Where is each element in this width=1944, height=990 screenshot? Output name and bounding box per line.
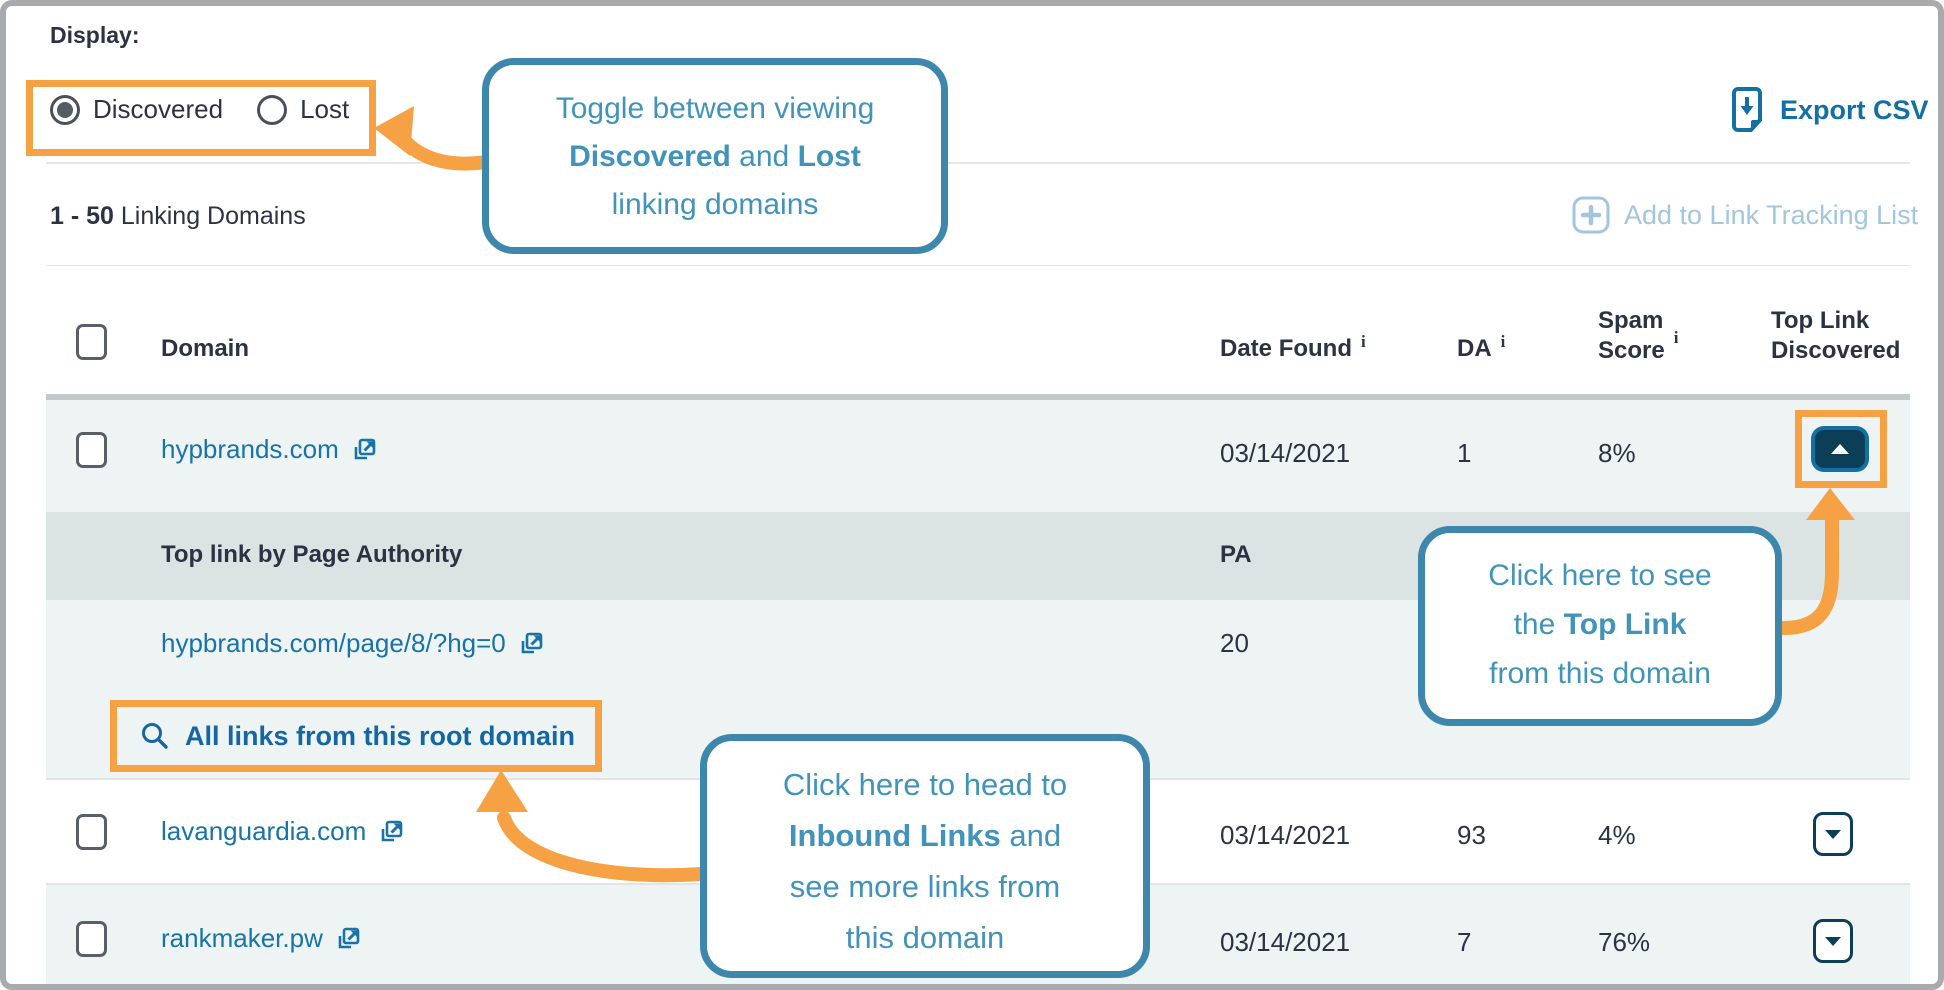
radio-selected-icon[interactable] (50, 94, 80, 125)
pa-column-label: PA (1220, 541, 1252, 568)
display-radio-group: Discovered Lost (50, 94, 349, 125)
all-links-from-root-domain-link[interactable]: All links from this root domain (110, 700, 602, 772)
external-link-icon[interactable] (518, 630, 545, 657)
export-csv-label: Export CSV (1780, 94, 1929, 125)
add-to-link-tracking-label: Add to Link Tracking List (1624, 199, 1919, 230)
expand-top-link-button[interactable] (1813, 812, 1853, 856)
collapse-top-link-button[interactable] (1811, 426, 1869, 472)
divider (46, 394, 1910, 400)
external-link-icon[interactable] (351, 436, 378, 463)
radio-discovered-label: Discovered (93, 94, 224, 124)
date-found-value: 03/14/2021 (1220, 438, 1351, 468)
add-to-link-tracking-button[interactable]: Add to Link Tracking List (1572, 196, 1918, 234)
display-label: Display: (50, 22, 140, 48)
info-icon[interactable]: i (1500, 332, 1506, 351)
caret-down-icon (1825, 936, 1841, 946)
radio-lost-label: Lost (300, 94, 350, 124)
callout-top-link: Click here to see the Top Link from this… (1418, 526, 1782, 726)
domain-link-rankmaker[interactable]: rankmaker.pw (161, 923, 362, 954)
radio-lost[interactable]: Lost (257, 94, 349, 125)
divider (46, 162, 1910, 164)
spam-score-value: 8% (1598, 438, 1636, 468)
plus-square-icon (1572, 196, 1610, 234)
results-range: 1 - 50 (50, 202, 114, 230)
info-icon[interactable]: i (1361, 332, 1366, 351)
domain-link-hypbrands[interactable]: hypbrands.com (161, 434, 378, 465)
da-value: 1 (1457, 438, 1472, 468)
callout-inbound-links: Click here to head to Inbound Links and … (700, 734, 1150, 978)
download-file-icon (1732, 87, 1762, 132)
domain-link-lavanguardia[interactable]: lavanguardia.com (161, 816, 405, 847)
top-link-url[interactable]: hypbrands.com/page/8/?hg=0 (161, 628, 545, 659)
spam-score-value: 76% (1598, 927, 1651, 957)
table-row-hypbrands: hypbrands.com 03/14/2021 1 8% (46, 400, 1910, 512)
annotation-highlight-radios (26, 80, 376, 156)
radio-discovered[interactable]: Discovered (50, 94, 223, 125)
da-value: 7 (1457, 927, 1472, 957)
info-icon[interactable]: i (1673, 328, 1679, 347)
pa-value: 20 (1220, 628, 1249, 658)
radio-unselected-icon[interactable] (257, 94, 288, 125)
callout-toggle-discovered-lost: Toggle between viewing Discovered and Lo… (482, 58, 948, 254)
caret-down-icon (1825, 829, 1841, 839)
expand-top-link-button[interactable] (1813, 919, 1853, 963)
results-count: 1 - 50 Linking Domains (50, 202, 306, 231)
results-label: Linking Domains (120, 202, 306, 230)
date-found-value: 03/14/2021 (1220, 820, 1351, 850)
row-checkbox[interactable] (76, 432, 107, 468)
arrow-head-left (374, 106, 414, 156)
annotation-highlight-toggle (1795, 410, 1887, 488)
row-checkbox[interactable] (76, 921, 107, 957)
caret-up-icon (1831, 444, 1849, 454)
spam-score-value: 4% (1598, 820, 1636, 850)
da-value: 93 (1457, 820, 1486, 850)
all-links-label: All links from this root domain (185, 720, 576, 751)
date-found-value: 03/14/2021 (1220, 927, 1351, 957)
divider (46, 265, 1910, 266)
top-link-subheader-label: Top link by Page Authority (161, 541, 463, 568)
search-icon (142, 723, 168, 749)
row-checkbox[interactable] (76, 814, 107, 850)
external-link-icon[interactable] (378, 818, 405, 845)
export-csv-button[interactable]: Export CSV (1728, 86, 1929, 134)
column-header-domain: Domain (161, 335, 250, 362)
external-link-icon[interactable] (335, 925, 362, 952)
select-all-checkbox[interactable] (76, 324, 107, 360)
